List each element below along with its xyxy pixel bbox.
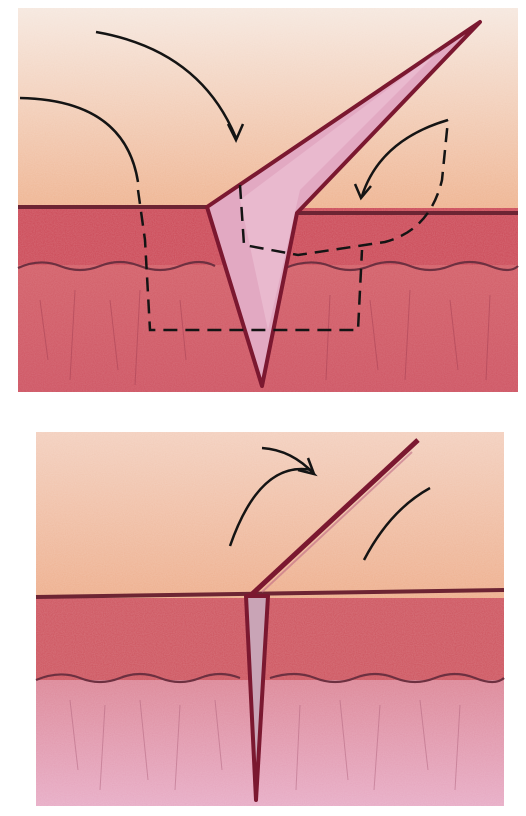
bottom-panel: [36, 432, 504, 806]
top-panel: [18, 8, 518, 392]
